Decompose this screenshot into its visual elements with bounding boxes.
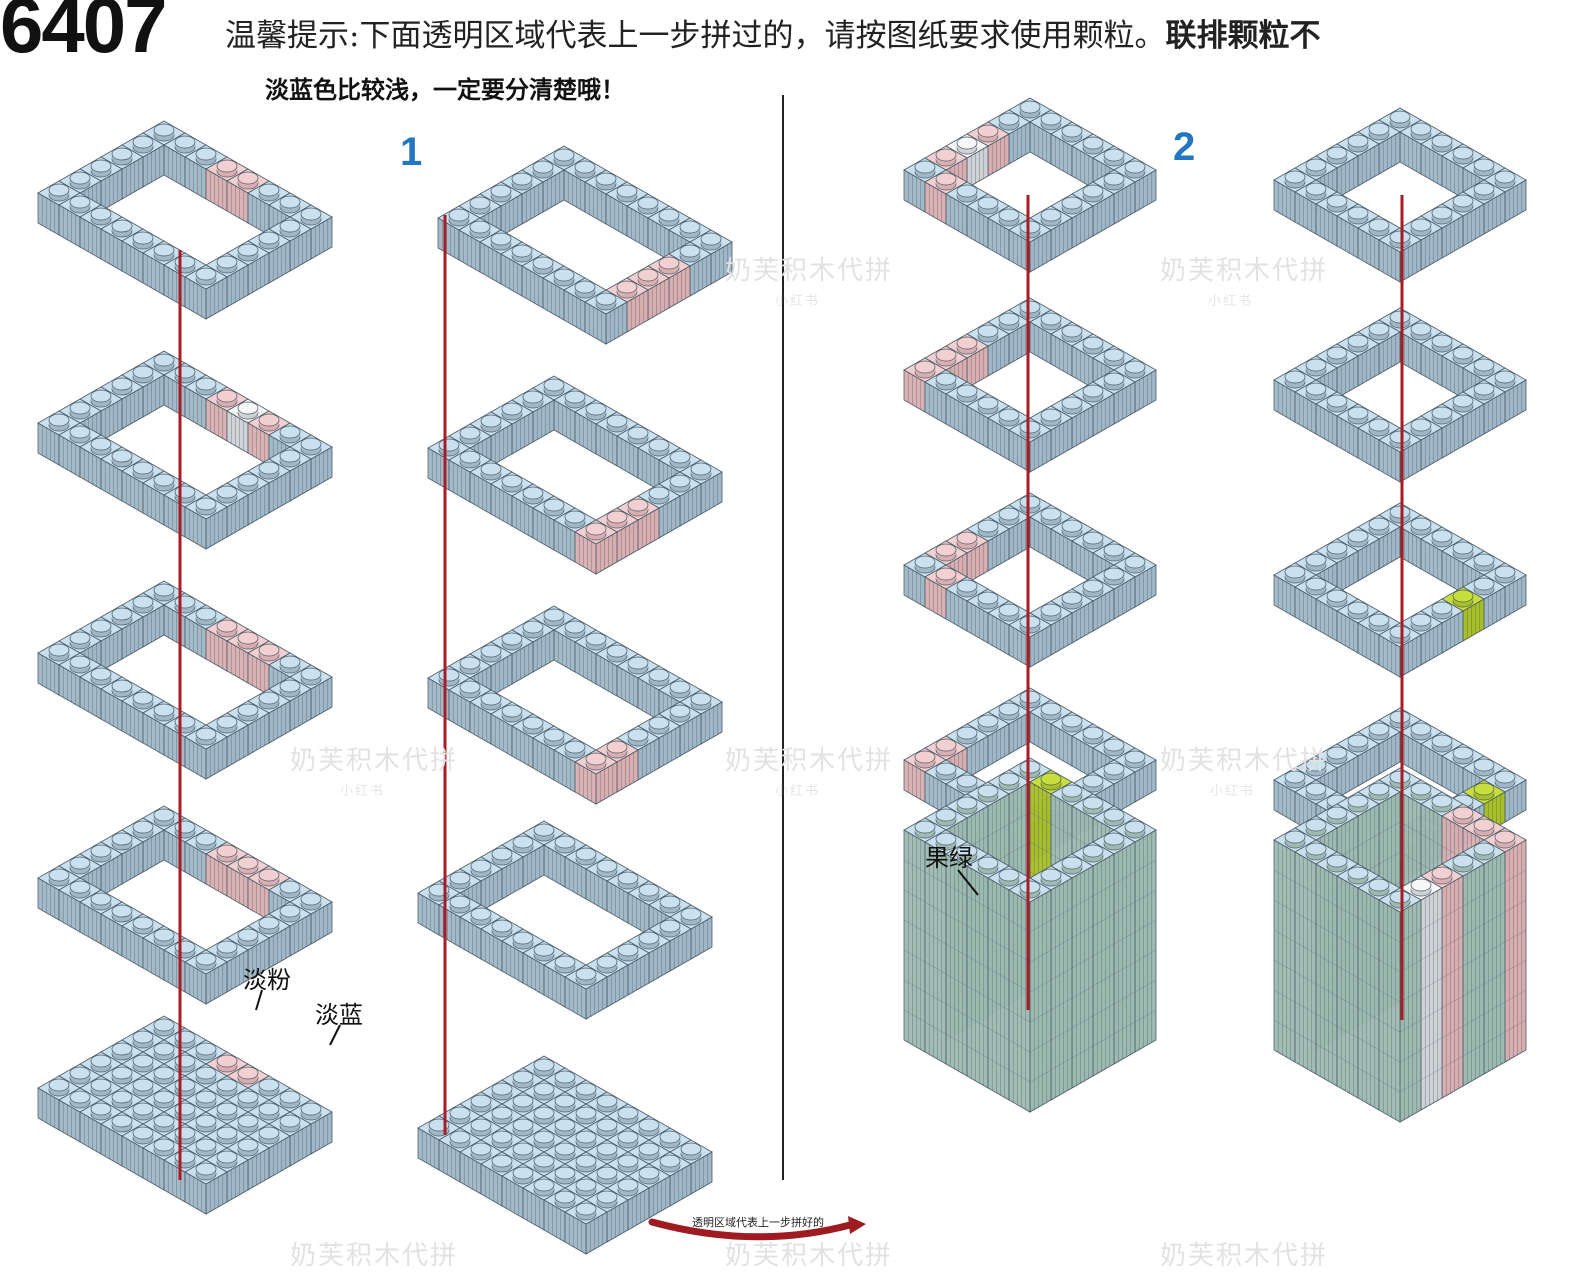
s1-col1-layer1 [37, 120, 333, 320]
s1-col2-layer1 [437, 145, 733, 345]
step-number-2: 2 [1173, 125, 1196, 169]
bottom-arrow-caption: 透明区域代表上一步拼好的 [692, 1216, 824, 1229]
s1-col2-layer4 [417, 820, 713, 1020]
color-warning: 淡蓝色比较浅，一定要分清楚哦！ [265, 76, 625, 104]
tip-text-regular: 温馨提示:下面透明区域代表上一步拼过的，请按图纸要求使用颗粒。 [225, 18, 1166, 54]
s2-col1-stack [903, 757, 1157, 1113]
s2-col1-layer3 [903, 492, 1157, 668]
assembly-axes [178, 195, 1404, 1180]
step-number-1: 1 [400, 130, 423, 174]
bottom-arrow-icon [648, 1216, 866, 1241]
s2-col2-layer2 [1273, 307, 1527, 483]
s2-col2-layer3 [1273, 502, 1527, 678]
brick-layers [37, 97, 1527, 1255]
callout-light-pink: 淡粉 [243, 966, 291, 994]
step-divider [782, 95, 784, 1180]
callout-fruit-green: 果绿 [925, 844, 973, 872]
s2-col1-layer1 [903, 97, 1157, 273]
s2-col1-layer2 [903, 297, 1157, 473]
tip-text: 温馨提示:下面透明区域代表上一步拼过的，请按图纸要求使用颗粒。联排颗粒不 [225, 10, 1320, 55]
tip-text-bold: 联排颗粒不 [1165, 18, 1321, 54]
s1-col2-layer3 [427, 605, 723, 805]
s2-col2-stack [1273, 767, 1527, 1123]
model-number: 6407 [0, 0, 168, 69]
s1-col1-layer3 [37, 580, 333, 780]
s1-col2-base [417, 1055, 713, 1255]
s1-col1-base [37, 1015, 333, 1215]
s1-col1-layer2 [37, 350, 333, 550]
s1-col2-layer2 [427, 375, 723, 575]
callout-light-blue: 淡蓝 [315, 1001, 363, 1029]
s1-col1-layer4 [37, 805, 333, 1005]
callout-lines [255, 869, 979, 1046]
s2-col2-layer1 [1273, 107, 1527, 283]
